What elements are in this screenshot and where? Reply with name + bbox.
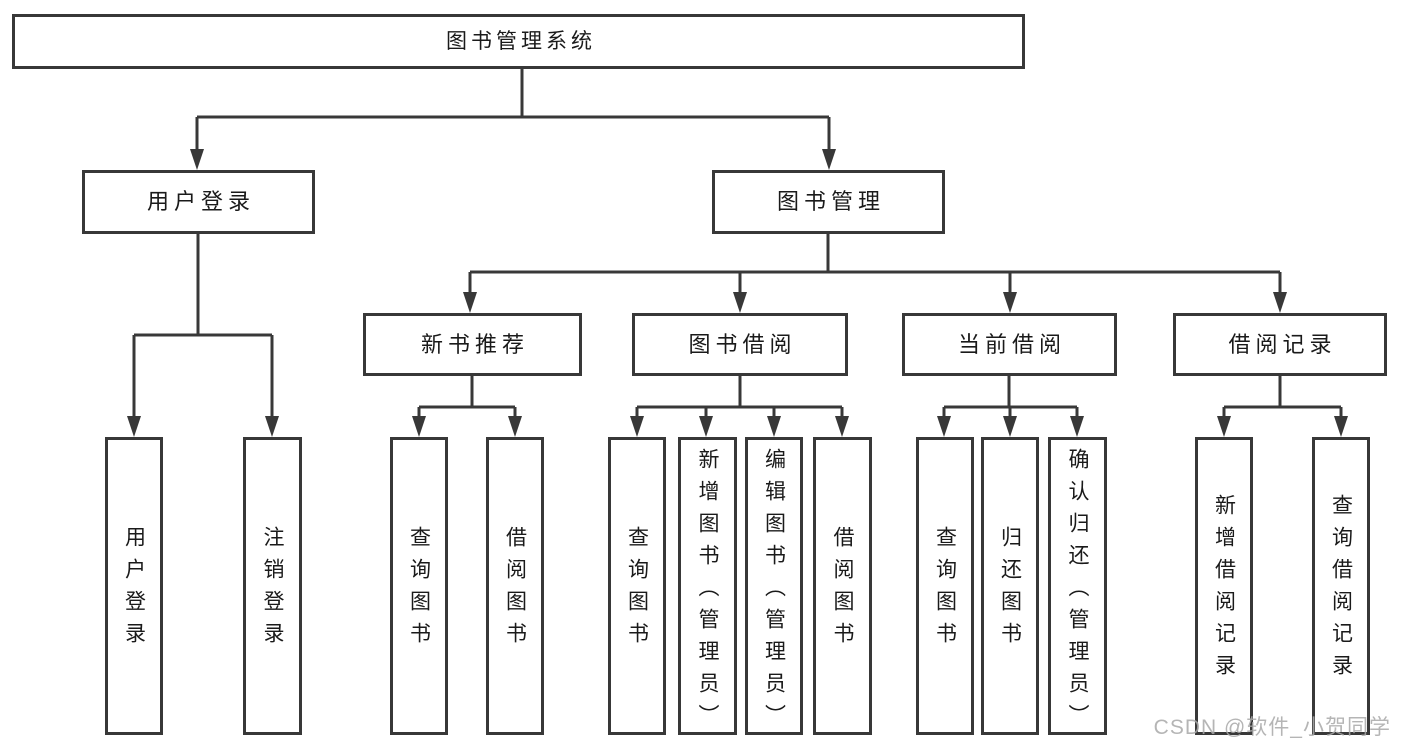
node-new-book-recommendation: 新书推荐 (363, 313, 582, 376)
node-current-borrowing: 当前借阅 (902, 313, 1117, 376)
leaf-query-books-current: 查询图书 (916, 437, 974, 735)
node-user-login: 用户登录 (82, 170, 315, 234)
leaf-logout: 注销登录 (243, 437, 302, 735)
leaf-query-books-recommend: 查询图书 (390, 437, 448, 735)
node-borrowing-records: 借阅记录 (1173, 313, 1387, 376)
leaf-query-books-borrow: 查询图书 (608, 437, 666, 735)
leaf-add-books-admin: 新增图书（管理员） (678, 437, 737, 736)
leaf-edit-books-admin: 编辑图书（管理员） (745, 437, 803, 736)
node-book-management: 图书管理 (712, 170, 945, 234)
leaf-query-borrow-record: 查询借阅记录 (1312, 437, 1370, 735)
leaf-add-borrow-record: 新增借阅记录 (1195, 437, 1253, 735)
csdn-watermark: CSDN @软件_小贺同学 (1153, 716, 1391, 739)
node-library-management-system: 图书管理系统 (12, 14, 1025, 69)
leaf-confirm-return-admin: 确认归还（管理员） (1048, 437, 1107, 736)
leaf-borrow-books: 借阅图书 (813, 437, 872, 735)
node-book-borrowing: 图书借阅 (632, 313, 848, 376)
leaf-borrow-books-recommend: 借阅图书 (486, 437, 544, 735)
leaf-return-books: 归还图书 (981, 437, 1039, 735)
leaf-user-login: 用户登录 (105, 437, 163, 735)
